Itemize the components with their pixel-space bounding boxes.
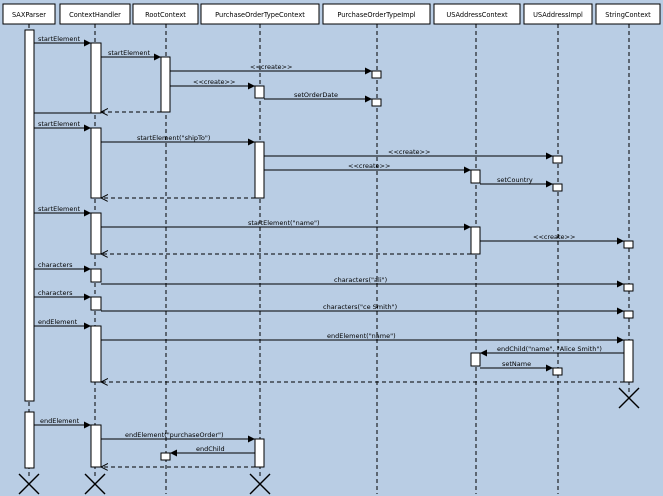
participant-usaddressimpl[interactable]: USAddressImpl	[523, 3, 593, 25]
message-setorderdate: setOrderDate	[264, 91, 372, 103]
message-setcountry: setCountry	[480, 176, 553, 188]
destroy-marker-saxparser	[18, 473, 40, 495]
message-endelement-2: endElement	[34, 417, 91, 429]
activation-usai-1	[552, 155, 563, 164]
svg-text:endElement: endElement	[40, 417, 80, 425]
activation-ch-5	[90, 296, 102, 311]
activation-ch-1	[90, 42, 102, 114]
message-characters-cesmith: characters("ce Smith")	[101, 303, 624, 315]
svg-text:startElement("name"): startElement("name")	[248, 219, 320, 227]
message-startelement-2: startElement	[101, 49, 161, 61]
activation-sc-1	[623, 240, 634, 249]
activation-saxparser-bottom	[24, 411, 35, 469]
activation-rc-1	[160, 56, 171, 113]
svg-text:endElement: endElement	[38, 318, 78, 326]
participant-stringcontext[interactable]: StringContext	[595, 3, 661, 25]
message-setname: setName	[480, 360, 553, 372]
activation-usac-1	[470, 169, 481, 184]
activation-poti-1	[371, 70, 382, 79]
svg-text:endElement("purchaseOrder"): endElement("purchaseOrder")	[125, 431, 224, 439]
participant-usaddresscontext[interactable]: USAddressContext	[433, 3, 521, 25]
participant-label: PurchaseOrderTypeContext	[215, 11, 305, 19]
participant-label: USAddressContext	[446, 11, 508, 19]
activation-potc-1	[254, 85, 265, 99]
message-startelement-3: startElement	[34, 120, 91, 132]
activation-ch-3	[90, 212, 102, 255]
message-startelement-1: startElement	[34, 35, 91, 47]
participant-label: ContextHandler	[69, 11, 121, 19]
participant-purchaseordertypecontext[interactable]: PurchaseOrderTypeContext	[200, 3, 320, 25]
message-create-poti: <<create>>	[170, 63, 372, 75]
svg-text:endElement("name"): endElement("name")	[327, 332, 396, 340]
svg-text:setOrderDate: setOrderDate	[294, 91, 338, 99]
activation-saxparser-top	[24, 29, 35, 402]
message-startelement-shipto: startElement("shipTo")	[101, 134, 255, 146]
activation-ch-6	[90, 325, 102, 383]
participant-label: SAXParser	[12, 11, 46, 19]
activation-ch-7	[90, 424, 102, 468]
message-characters-1: characters	[34, 261, 91, 273]
activation-sc-2	[623, 283, 634, 292]
message-endchild-name: endChild("name", "Alice Smith")	[480, 345, 624, 357]
activation-rc-2	[160, 452, 171, 461]
destroy-marker-purchaseordertypecontext	[249, 473, 271, 495]
message-startelement-4: startElement	[34, 205, 91, 217]
activation-poti-2	[371, 98, 382, 107]
svg-text:characters("ali"): characters("ali")	[334, 276, 387, 284]
activation-usac-2	[470, 226, 481, 255]
message-create-usai: <<create>>	[264, 148, 553, 160]
svg-text:<<create>>: <<create>>	[348, 162, 390, 170]
participant-rootcontext[interactable]: RootContext	[132, 3, 199, 25]
activation-ch-4	[90, 268, 102, 283]
svg-text:characters: characters	[38, 289, 73, 297]
svg-text:setName: setName	[502, 360, 531, 368]
participant-label: RootContext	[145, 11, 186, 19]
message-create-usac: <<create>>	[264, 162, 471, 174]
messages: startElement startElement <<create>> <<c…	[34, 35, 624, 467]
activation-usai-3	[552, 367, 563, 376]
message-endelement-1: endElement	[34, 318, 91, 330]
activations	[24, 29, 634, 469]
svg-text:endChild: endChild	[196, 445, 225, 453]
svg-text:startElement: startElement	[38, 35, 81, 43]
activation-potc-3	[254, 438, 265, 468]
svg-text:startElement("shipTo"): startElement("shipTo")	[137, 134, 210, 142]
message-endchild: endChild	[170, 445, 255, 457]
message-create-sc: <<create>>	[480, 233, 624, 245]
activation-sc-4	[623, 339, 634, 383]
svg-text:<<create>>: <<create>>	[533, 233, 575, 241]
svg-text:startElement: startElement	[108, 49, 151, 57]
activation-potc-2	[254, 141, 265, 199]
svg-text:startElement: startElement	[38, 120, 81, 128]
participant-label: StringContext	[605, 11, 651, 19]
message-endelement-name: endElement("name")	[101, 332, 624, 344]
message-characters-ali: characters("ali")	[101, 276, 624, 288]
message-create-potc: <<create>>	[170, 78, 255, 90]
participant-contexthandler[interactable]: ContextHandler	[59, 3, 131, 25]
activation-usac-3	[470, 352, 481, 367]
participant-headers: SAXParser ContextHandler RootContext Pur…	[2, 3, 661, 25]
participant-saxparser[interactable]: SAXParser	[2, 3, 56, 25]
svg-text:<<create>>: <<create>>	[193, 78, 235, 86]
svg-text:setCountry: setCountry	[497, 176, 533, 184]
svg-text:<<create>>: <<create>>	[250, 63, 292, 71]
destroy-marker-contexthandler	[84, 473, 106, 495]
message-characters-2: characters	[34, 289, 91, 301]
svg-text:characters("ce Smith"): characters("ce Smith")	[323, 303, 397, 311]
svg-text:<<create>>: <<create>>	[388, 148, 430, 156]
message-startelement-name: startElement("name")	[101, 219, 471, 231]
activation-usai-2	[552, 183, 563, 192]
participant-label: PurchaseOrderTypeImpl	[337, 11, 415, 19]
message-endelement-purchaseorder: endElement("purchaseOrder")	[101, 431, 255, 443]
svg-text:endChild("name", "Alice Smith": endChild("name", "Alice Smith")	[497, 345, 602, 353]
activation-sc-3	[623, 310, 634, 319]
svg-text:characters: characters	[38, 261, 73, 269]
destroy-markers	[18, 387, 640, 495]
activation-ch-2	[90, 127, 102, 199]
svg-text:startElement: startElement	[38, 205, 81, 213]
participant-label: USAddressImpl	[533, 11, 583, 19]
destroy-marker-stringcontext	[618, 387, 640, 409]
participant-purchaseordertypeimpl[interactable]: PurchaseOrderTypeImpl	[322, 3, 431, 25]
